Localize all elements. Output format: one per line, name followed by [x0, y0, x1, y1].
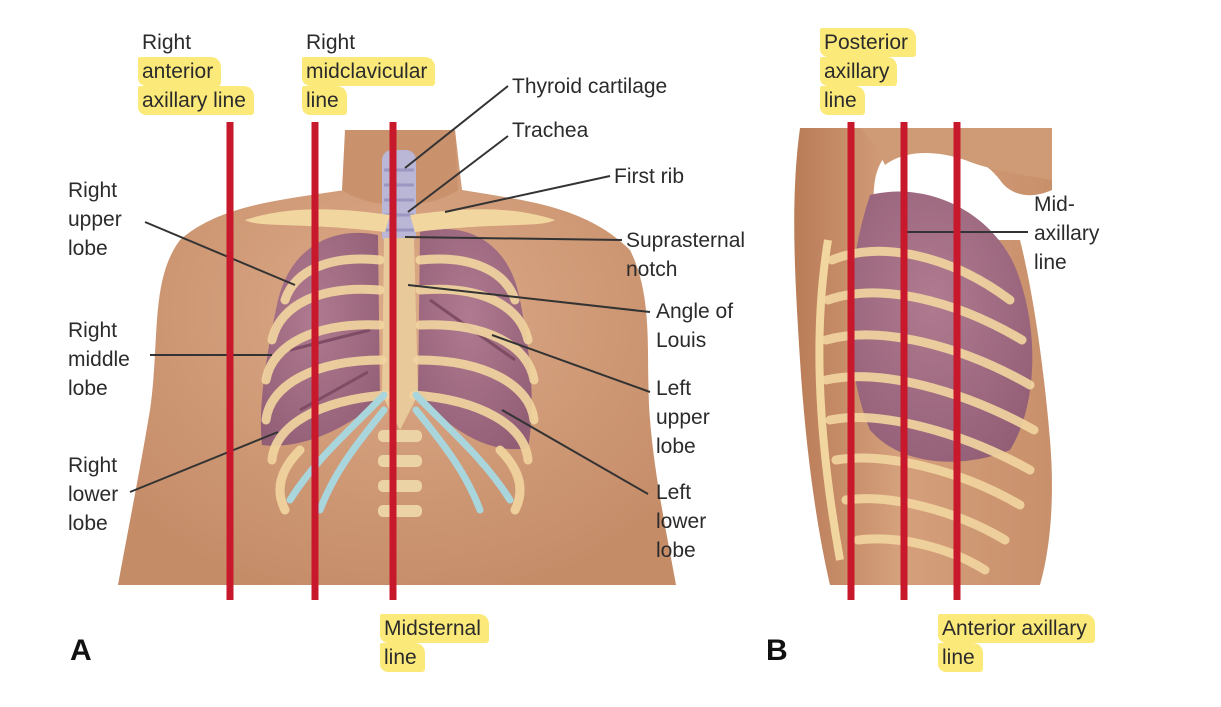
- label-thyroid-cartilage: Thyroid cartilage: [512, 75, 668, 98]
- label-left-upper-lobe: Left upper lobe: [656, 377, 710, 458]
- panel-letter-b: B: [766, 634, 788, 667]
- pointer-thyroid: [404, 85, 509, 169]
- label-angle-of-louis: Angle of Louis: [656, 300, 734, 352]
- label-suprasternal-notch: Suprasternal notch: [626, 229, 746, 281]
- label-right-middle-lobe: Right middle lobe: [68, 319, 130, 400]
- pointer-left-lower: [501, 409, 649, 495]
- pointer-trachea: [407, 135, 509, 213]
- label-right-lower-lobe: Right lower lobe: [68, 454, 119, 535]
- label-anterior-axillary-line: Anterior axillary line: [938, 614, 1095, 672]
- label-left-lower-lobe: Left lower lobe: [656, 481, 707, 562]
- label-posterior-axillary-line: Posterior axillary line: [820, 28, 917, 115]
- sternum-shape: [382, 238, 418, 430]
- pointer-left-upper: [491, 334, 651, 393]
- reference-lines: [226, 122, 961, 600]
- lateral-torso: [794, 128, 1052, 585]
- label-right-anterior-axillary-line: Right anterior axillary line: [138, 28, 254, 115]
- label-right-midclavicular-line: Right midclavicular line: [302, 28, 436, 115]
- panel-letter-a: A: [70, 634, 92, 667]
- anterior-torso: [118, 130, 676, 585]
- clavicles: [245, 209, 555, 232]
- label-midsternal-line: Midsternal line: [380, 614, 489, 672]
- label-first-rib: First rib: [614, 165, 684, 188]
- lateral-lung-shape: [850, 191, 1033, 462]
- pointer-lines: [129, 85, 1028, 495]
- label-trachea: Trachea: [512, 119, 589, 142]
- label-right-upper-lobe: Right upper lobe: [68, 179, 122, 260]
- pointer-angle-louis: [407, 284, 651, 313]
- pointer-first-rib: [444, 175, 611, 213]
- pointer-right-lower: [129, 431, 279, 493]
- label-mid-axillary-line: Mid- axillary line: [1034, 193, 1100, 274]
- pointer-suprasternal: [404, 236, 623, 241]
- pointer-right-upper: [144, 221, 296, 286]
